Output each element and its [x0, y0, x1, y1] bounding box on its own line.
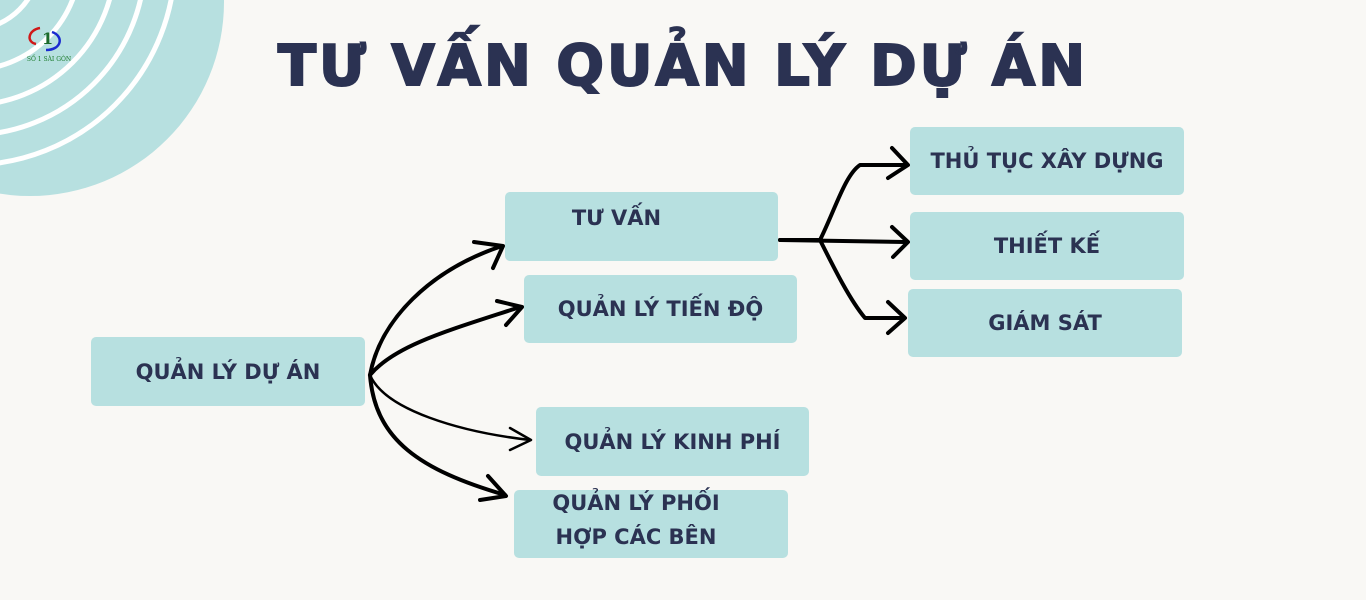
- node-label: QUẢN LÝ TIẾN ĐỘ: [557, 297, 764, 321]
- arrow-to-thiet-ke: [778, 238, 907, 244]
- node-root: QUẢN LÝ DỰ ÁN: [91, 337, 365, 406]
- arrow-to-tien-do: [368, 305, 522, 377]
- node-label: THỦ TỤC XÂY DỰNG: [930, 149, 1164, 173]
- node-phoi-hop: QUẢN LÝ PHỐI HỢP CÁC BÊN: [514, 490, 788, 558]
- node-label: QUẢN LÝ DỰ ÁN: [135, 359, 321, 384]
- node-giam-sat: GIÁM SÁT: [908, 289, 1182, 357]
- node-tien-do: QUẢN LÝ TIẾN ĐỘ: [524, 275, 797, 343]
- arrow-to-tu-van: [368, 244, 504, 377]
- node-tu-van: TƯ VẤN: [505, 192, 778, 261]
- page-title: TƯ VẤN QUẢN LÝ DỰ ÁN: [277, 33, 1089, 100]
- arrow-to-giam-sat: [818, 238, 905, 320]
- node-label: GIÁM SÁT: [988, 311, 1102, 335]
- node-thiet-ke: THIẾT KẾ: [910, 212, 1184, 280]
- logo-icon: 1: [28, 26, 61, 52]
- node-label: TƯ VẤN: [571, 206, 662, 230]
- node-label: THIẾT KẾ: [993, 234, 1101, 258]
- arrow-to-phoi-hop: [368, 373, 507, 497]
- logo-text: SỐ 1 SÀI GÒN: [26, 56, 72, 63]
- arrow-to-thu-tuc: [778, 163, 907, 242]
- node-label: QUẢN LÝ KINH PHÍ: [564, 429, 781, 454]
- arrow-to-kinh-phi: [368, 373, 532, 442]
- svg-text:1: 1: [42, 29, 53, 48]
- node-thu-tuc: THỦ TỤC XÂY DỰNG: [910, 127, 1184, 195]
- decorative-circle: [0, 0, 224, 196]
- node-kinh-phi: QUẢN LÝ KINH PHÍ: [536, 407, 809, 476]
- node-label: QUẢN LÝ PHỐI HỢP CÁC BÊN: [552, 491, 720, 549]
